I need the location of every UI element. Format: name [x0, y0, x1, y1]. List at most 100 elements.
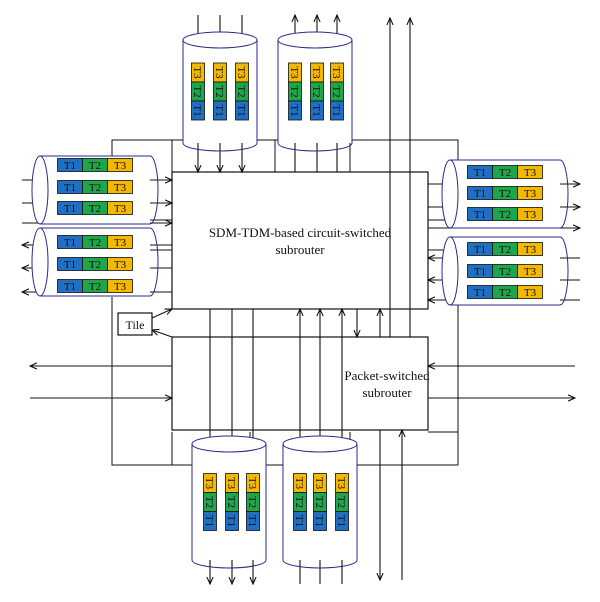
- slot-t3-label: T3: [114, 160, 127, 172]
- slot-t3-label: T3: [524, 167, 537, 179]
- slot-t1: [203, 511, 217, 531]
- slot-t2-label: T2: [89, 259, 101, 271]
- slot-t3-label: T3: [191, 66, 203, 79]
- slot-t2-label: T2: [225, 496, 237, 508]
- packet-switched-subrouter: Packet-switched subrouter: [171, 336, 430, 431]
- slot-t1: [191, 100, 205, 121]
- slot-t2-label: T2: [499, 209, 511, 221]
- slot-t1-label: T1: [474, 287, 486, 299]
- slot-t1-label: T1: [64, 237, 76, 249]
- slot-t1: [213, 100, 227, 121]
- slot-t2-label: T2: [213, 85, 225, 97]
- slot-t2-label: T2: [89, 203, 101, 215]
- slot-t3-label: T3: [330, 66, 342, 79]
- slot-t3-label: T3: [114, 237, 127, 249]
- link-bundles: T3T2T1T3T2T1T3T2T1T3T2T1T3T2T1T3T2T1T3T2…: [31, 31, 569, 569]
- slot-t1-label: T1: [474, 266, 486, 278]
- slot-t1: [225, 511, 239, 531]
- tile-to-circuit-wire: [151, 309, 172, 319]
- slot-t3: [107, 201, 133, 215]
- slot-t1-label: T1: [225, 515, 237, 527]
- slot-t1-label: T1: [288, 104, 300, 116]
- slot-t1: [235, 100, 249, 121]
- slot-t3-label: T3: [246, 477, 258, 490]
- slot-t1-label: T1: [246, 515, 258, 527]
- slot-t3-label: T3: [213, 66, 225, 79]
- slot-t1-label: T1: [191, 104, 203, 116]
- slot-t2-label: T2: [89, 160, 101, 172]
- circuit-to-tile-wire: [152, 330, 173, 338]
- slot-t2-label: T2: [499, 188, 511, 200]
- slot-t3: [517, 285, 543, 299]
- slot-t3: [517, 264, 543, 278]
- slot-t2-label: T2: [293, 496, 305, 508]
- slot-t1-label: T1: [474, 188, 486, 200]
- slot-t2-label: T2: [499, 244, 511, 256]
- slot-t3: [107, 257, 133, 271]
- slot-t3: [107, 235, 133, 249]
- slot-t1: [246, 511, 260, 531]
- slot-t2-label: T2: [246, 496, 258, 508]
- slot-t3-label: T3: [524, 209, 537, 221]
- slot-t1: [330, 100, 344, 121]
- slot-t1-label: T1: [64, 281, 76, 293]
- slot-t2-label: T2: [203, 496, 215, 508]
- slot-t1-label: T1: [64, 160, 76, 172]
- slot-t3-label: T3: [524, 188, 537, 200]
- slot-t3: [107, 279, 133, 293]
- slot-t1-label: T1: [64, 203, 76, 215]
- slot-t3-label: T3: [310, 66, 322, 79]
- slot-t3-label: T3: [524, 266, 537, 278]
- slot-t1: [310, 100, 324, 121]
- slot-t3: [517, 165, 543, 179]
- slot-t3-label: T3: [114, 203, 127, 215]
- slot-t1-label: T1: [64, 182, 76, 194]
- slot-t3-label: T3: [114, 182, 127, 194]
- slot-t3: [517, 186, 543, 200]
- slot-t3-label: T3: [524, 244, 537, 256]
- circuit-subrouter-label-line1: SDM-TDM-based circuit-switched: [209, 225, 392, 240]
- tile: Tile: [117, 312, 153, 336]
- slot-t3: [107, 158, 133, 172]
- slot-t3-label: T3: [203, 477, 215, 490]
- slot-t2-label: T2: [310, 85, 322, 97]
- slot-t1-label: T1: [293, 515, 305, 527]
- slot-t1: [313, 511, 327, 531]
- slot-t2-label: T2: [89, 237, 101, 249]
- slot-t1-label: T1: [203, 515, 215, 527]
- slot-t2-label: T2: [499, 167, 511, 179]
- circuit-subrouter-label-line2: subrouter: [275, 242, 325, 257]
- slot-t1-label: T1: [474, 244, 486, 256]
- slot-t1-label: T1: [330, 104, 342, 116]
- slot-t2-label: T2: [235, 85, 247, 97]
- slot-t2-label: T2: [191, 85, 203, 97]
- slot-t2-label: T2: [330, 85, 342, 97]
- slot-t2-label: T2: [288, 85, 300, 97]
- slot-t3-label: T3: [235, 66, 247, 79]
- slot-t1-label: T1: [64, 259, 76, 271]
- slot-t3-label: T3: [524, 287, 537, 299]
- slot-t2-label: T2: [89, 182, 101, 194]
- slot-t3: [517, 242, 543, 256]
- slot-t3-label: T3: [225, 477, 237, 490]
- tile-label: Tile: [126, 318, 145, 332]
- slot-t1-label: T1: [474, 167, 486, 179]
- slot-t3-label: T3: [313, 477, 325, 490]
- slot-t2-label: T2: [499, 287, 511, 299]
- slot-t1-label: T1: [474, 209, 486, 221]
- slot-t3-label: T3: [114, 281, 127, 293]
- slot-t2-label: T2: [499, 266, 511, 278]
- packet-subrouter-label-line1: Packet-switched: [344, 368, 430, 383]
- slot-t1-label: T1: [235, 104, 247, 116]
- slot-t2-label: T2: [335, 496, 347, 508]
- slot-t1-label: T1: [310, 104, 322, 116]
